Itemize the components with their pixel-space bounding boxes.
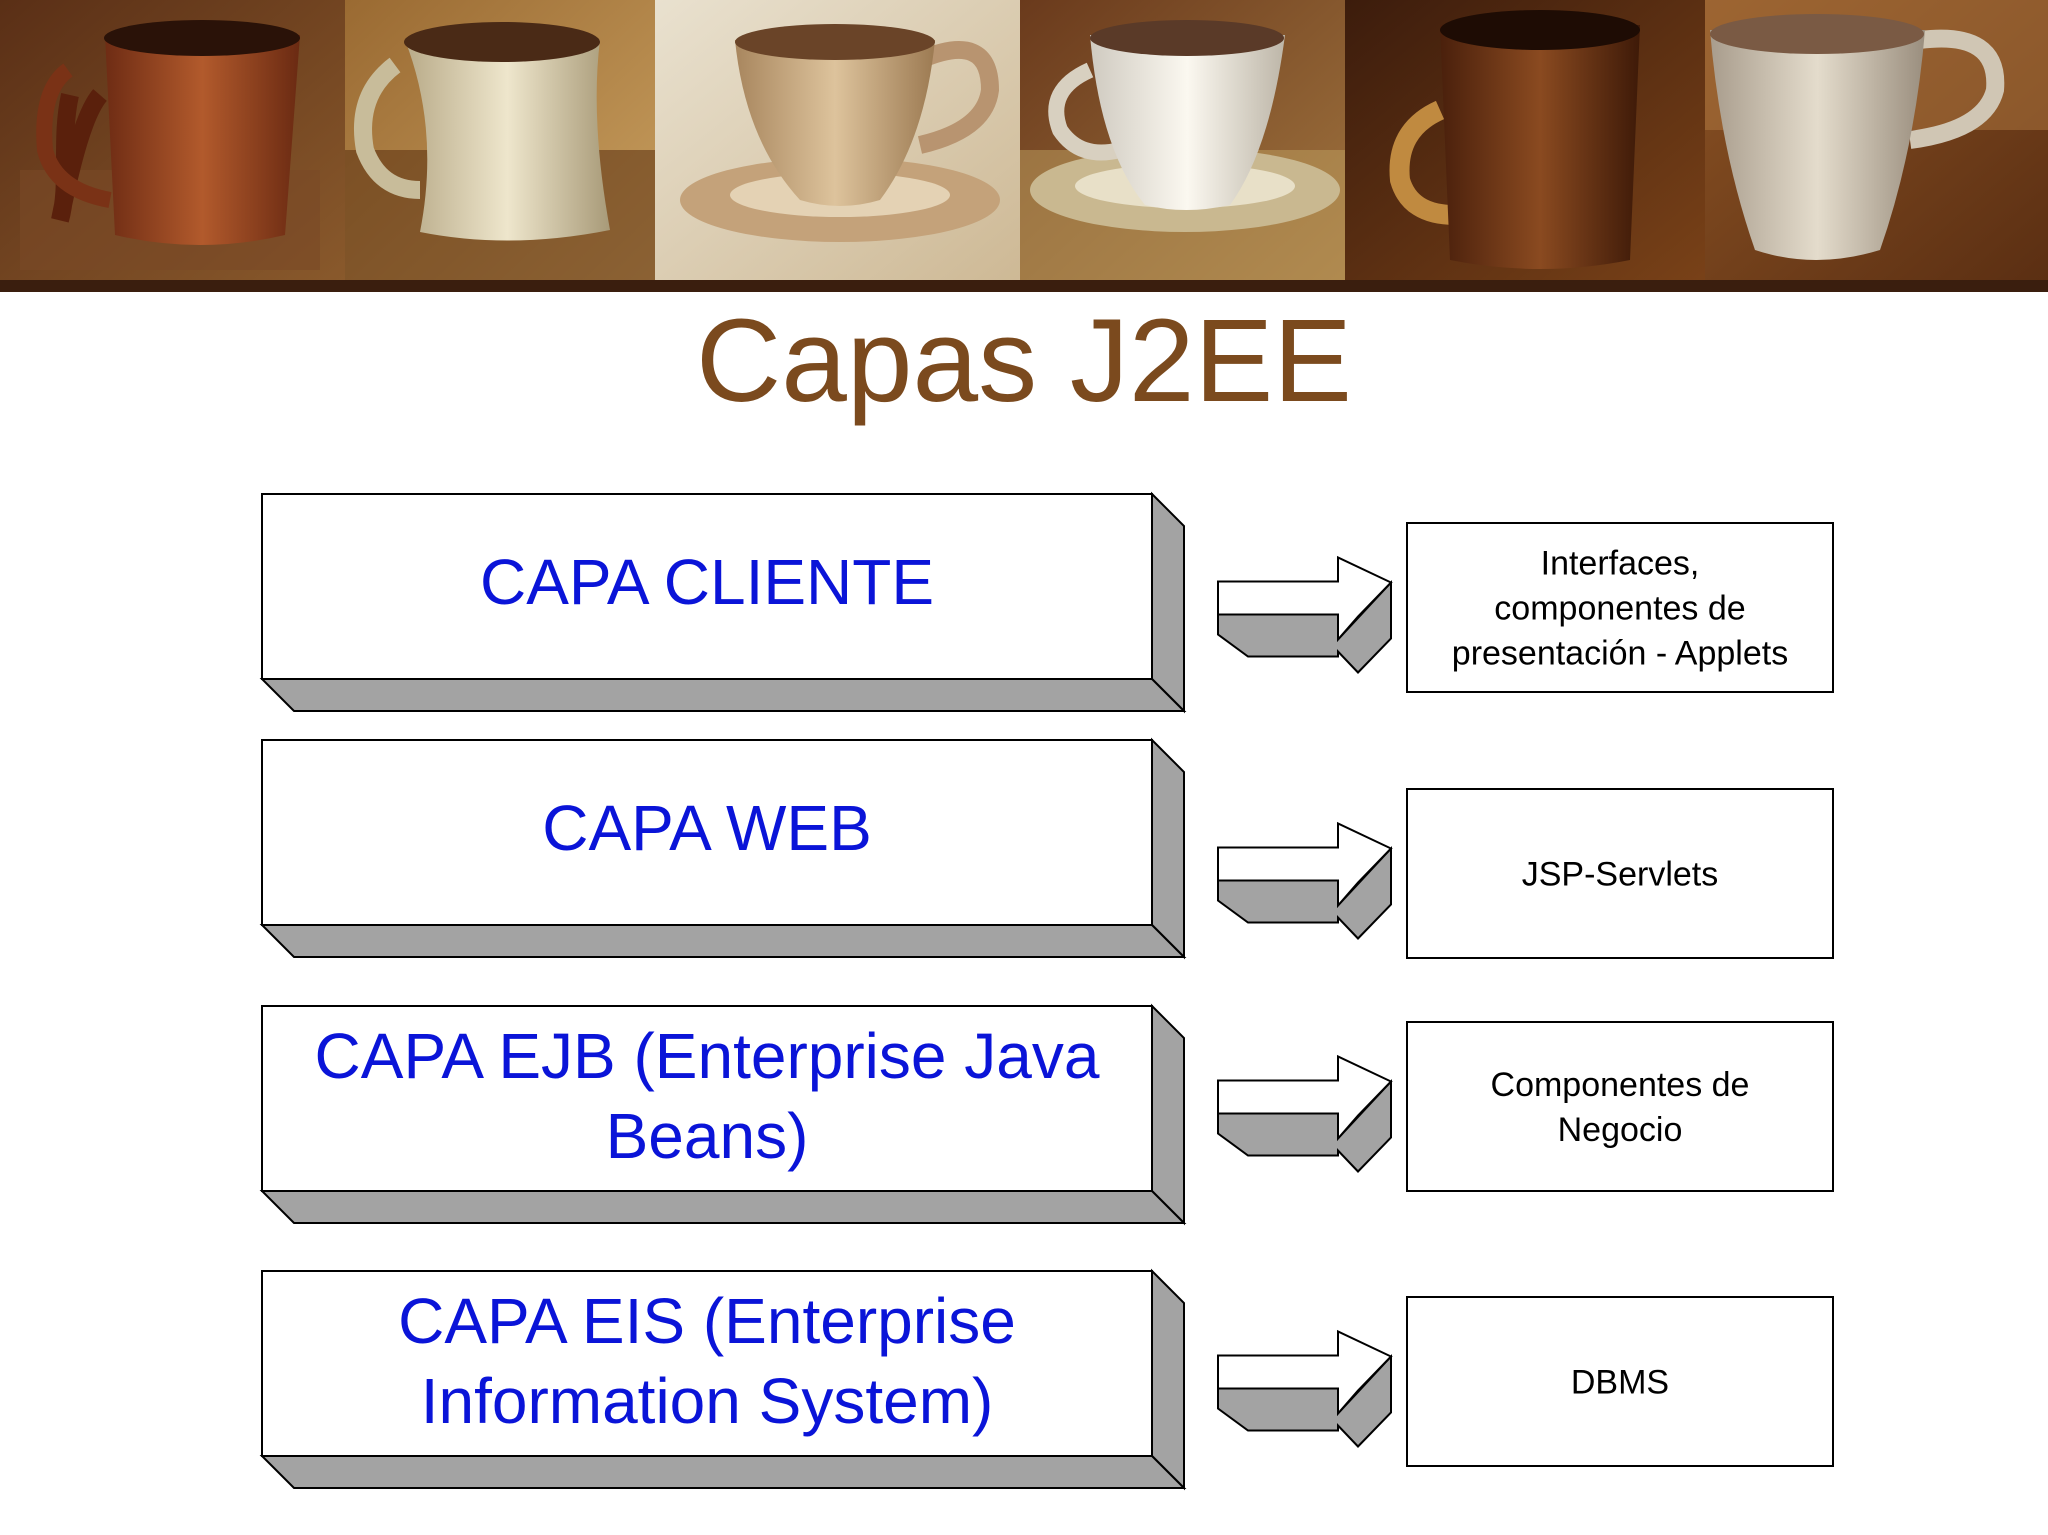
description-text: Componentes de bbox=[1491, 1066, 1750, 1104]
slide-title: Capas J2EE bbox=[696, 295, 1352, 427]
description-text: Negocio bbox=[1558, 1111, 1683, 1149]
description-text: presentación - Applets bbox=[1452, 635, 1788, 673]
arrow-right-icon bbox=[1217, 1329, 1393, 1417]
description-box bbox=[1406, 522, 1834, 693]
layer-row: CAPA WEB JSP-Servlets bbox=[259, 737, 1834, 960]
coffee-cups-banner bbox=[0, 0, 2048, 292]
layer-box-bottom bbox=[259, 924, 1187, 958]
description-box bbox=[1406, 1021, 1834, 1192]
description-box bbox=[1406, 1296, 1834, 1467]
layer-box-side bbox=[1151, 1003, 1185, 1226]
layer-label: Information System) bbox=[421, 1365, 994, 1437]
layer-box-bottom bbox=[259, 1455, 1187, 1489]
arrow-right-icon bbox=[1217, 555, 1393, 643]
layer-box-side bbox=[1151, 491, 1185, 714]
description-text: Interfaces, bbox=[1541, 545, 1700, 583]
layer-label: CAPA CLIENTE bbox=[480, 546, 934, 618]
layer-box-side bbox=[1151, 1268, 1185, 1491]
layer-box bbox=[261, 1005, 1153, 1192]
layer-box-bottom bbox=[259, 1190, 1187, 1224]
layer-label: CAPA EIS (Enterprise bbox=[398, 1285, 1016, 1357]
layer-box bbox=[261, 493, 1153, 680]
arrow-right-icon bbox=[1217, 1054, 1393, 1142]
layer-label: CAPA EJB (Enterprise Java bbox=[315, 1020, 1100, 1092]
layer-box-bottom bbox=[259, 678, 1187, 712]
layer-box bbox=[261, 739, 1153, 926]
description-text: componentes de bbox=[1494, 590, 1745, 628]
description-text: DBMS bbox=[1571, 1364, 1669, 1402]
layer-box bbox=[261, 1270, 1153, 1457]
description-box bbox=[1406, 788, 1834, 959]
layer-label: CAPA WEB bbox=[542, 792, 872, 864]
layer-label: Beans) bbox=[606, 1100, 809, 1172]
layer-box-side bbox=[1151, 737, 1185, 960]
layer-row: CAPA CLIENTE Interfaces, componentes de pre… bbox=[259, 491, 1834, 714]
description-text: JSP-Servlets bbox=[1522, 856, 1719, 894]
arrow-right-icon bbox=[1217, 821, 1393, 909]
